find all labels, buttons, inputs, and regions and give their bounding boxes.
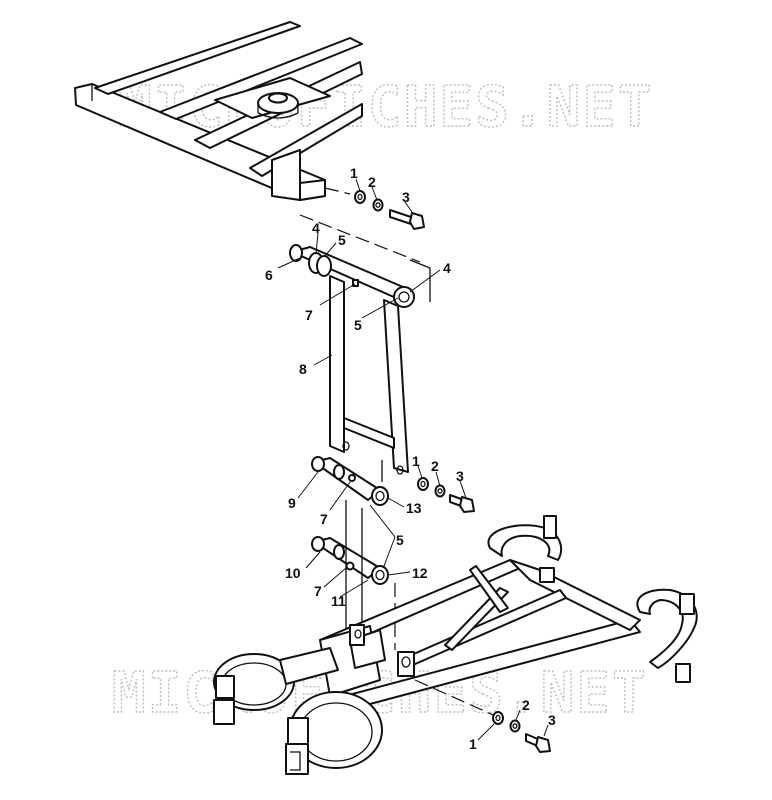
callout-10: 10 — [285, 565, 301, 581]
callout-5-b: 5 — [354, 317, 362, 333]
washer-1-mid — [417, 477, 429, 491]
clamp-ring-right — [636, 588, 698, 683]
clamp-ring-left-front — [213, 653, 295, 725]
bolt-3-bottom — [525, 733, 551, 753]
lower-pivot-shaft — [311, 536, 389, 585]
callout-7-a: 7 — [305, 307, 313, 323]
link-assembly — [289, 244, 431, 482]
washer-1-bottom — [492, 711, 504, 725]
hardware-bottom — [414, 679, 551, 753]
frame-assembly — [74, 21, 363, 201]
callout-4-a: 4 — [312, 220, 320, 236]
callout-9: 9 — [288, 495, 296, 511]
washer-1-top — [354, 190, 366, 204]
callout-1-mid: 1 — [412, 453, 420, 469]
callout-7-c: 7 — [314, 583, 322, 599]
lockwasher-2-bottom — [509, 719, 521, 733]
callout-2-mid: 2 — [431, 458, 439, 474]
callout-5-c: 5 — [396, 532, 404, 548]
callout-3-mid: 3 — [456, 468, 464, 484]
upper-pivot-shaft — [311, 456, 389, 506]
hardware-top — [354, 190, 425, 230]
lockwasher-2-top — [372, 198, 384, 212]
callout-12: 12 — [412, 565, 428, 581]
bolt-3-mid — [449, 494, 475, 513]
clamp-ring-upper-right — [487, 515, 563, 583]
callout-labels: 1 2 3 4 5 6 4 7 5 8 1 2 3 9 7 13 5 10 12… — [265, 165, 556, 752]
callout-4-b: 4 — [443, 260, 451, 276]
a-arm-assembly — [213, 515, 698, 775]
bolt-3-top — [389, 209, 425, 230]
callout-3-bottom: 3 — [548, 712, 556, 728]
callout-11: 11 — [331, 593, 346, 609]
callout-13: 13 — [406, 500, 422, 516]
callout-5-a: 5 — [338, 232, 346, 248]
callout-6: 6 — [265, 267, 273, 283]
callout-2-top: 2 — [368, 174, 376, 190]
callout-2-bottom: 2 — [522, 697, 530, 713]
leader-lines — [277, 178, 549, 741]
callout-3-top: 3 — [402, 189, 410, 205]
callout-7-b: 7 — [320, 511, 328, 527]
callout-8: 8 — [299, 361, 307, 377]
lockwasher-2-mid — [434, 484, 446, 498]
hardware-mid — [417, 477, 475, 513]
callout-1-top: 1 — [350, 165, 358, 181]
callout-1-bottom: 1 — [469, 736, 477, 752]
clamp-ring-left-rear — [285, 691, 383, 775]
